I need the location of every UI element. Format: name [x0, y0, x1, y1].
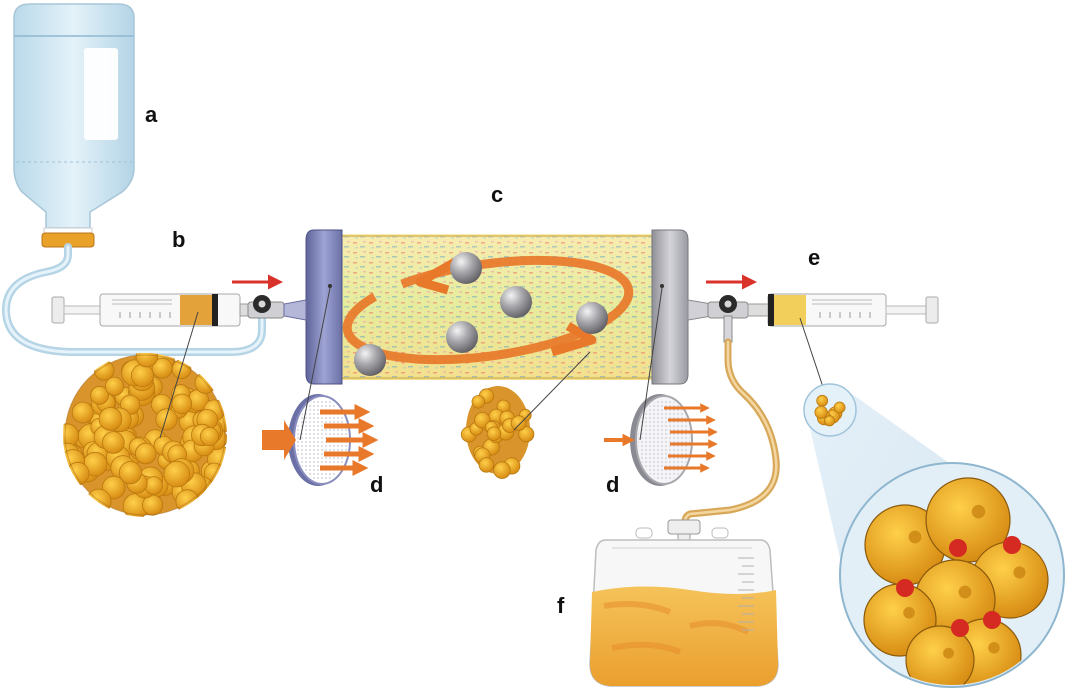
red-marker — [949, 539, 967, 557]
label-f: f — [557, 593, 565, 618]
filter-disc-icon — [262, 394, 372, 486]
cell — [511, 416, 526, 431]
cell — [119, 462, 141, 484]
cell-nucleus — [943, 648, 954, 659]
cell — [472, 396, 485, 409]
cell — [479, 458, 494, 473]
three-way-valve-icon — [248, 295, 284, 318]
three-way-valve-icon — [708, 295, 748, 342]
iv-bottle-icon — [14, 4, 134, 247]
cell — [172, 360, 191, 379]
red-marker — [896, 579, 914, 597]
tissue-sample-small — [461, 386, 534, 479]
cell-nucleus — [959, 586, 972, 599]
cell — [824, 416, 834, 426]
syringe-icon — [748, 294, 938, 326]
cell — [494, 462, 511, 479]
collection-bag-icon — [590, 520, 778, 686]
label-a: a — [145, 102, 158, 127]
cell — [172, 394, 192, 414]
cell — [72, 402, 93, 423]
tissue-sample-large — [54, 345, 235, 518]
cell — [99, 408, 122, 431]
cell-nucleus — [972, 505, 985, 518]
leader-line — [800, 318, 826, 396]
label-d-left: d — [370, 472, 383, 497]
cell — [145, 477, 163, 495]
label-e: e — [808, 245, 820, 270]
cell — [131, 364, 153, 386]
cell-nucleus — [903, 607, 915, 619]
bead-icon — [446, 321, 478, 353]
bead-icon — [500, 286, 532, 318]
cell — [156, 409, 177, 430]
cell — [164, 461, 190, 487]
syringe-icon — [52, 294, 256, 326]
cell-nucleus — [1013, 566, 1025, 578]
cell — [135, 443, 156, 464]
filter-disc-icon — [604, 394, 714, 486]
digestion-chamber — [284, 230, 712, 384]
cell-nucleus — [909, 531, 922, 544]
bead-icon — [354, 344, 386, 376]
cell — [200, 427, 218, 445]
cell — [105, 377, 123, 395]
label-c: c — [491, 182, 503, 207]
red-marker — [1003, 536, 1021, 554]
cell-nucleus — [988, 642, 1000, 654]
chamber-cap-left — [306, 230, 342, 384]
bead-icon — [450, 252, 482, 284]
bead-icon — [576, 302, 608, 334]
label-b: b — [172, 227, 185, 252]
red-marker — [951, 619, 969, 637]
chamber-cap-right — [652, 230, 688, 384]
cell — [906, 626, 974, 694]
cell — [815, 406, 827, 418]
cell — [817, 395, 828, 406]
label-d-right: d — [606, 472, 619, 497]
cell — [487, 427, 501, 441]
cell — [66, 462, 89, 485]
cell — [176, 490, 199, 513]
red-marker — [983, 611, 1001, 629]
cell — [834, 402, 845, 413]
cell — [103, 432, 125, 454]
cell-cluster-icon — [840, 463, 1064, 694]
